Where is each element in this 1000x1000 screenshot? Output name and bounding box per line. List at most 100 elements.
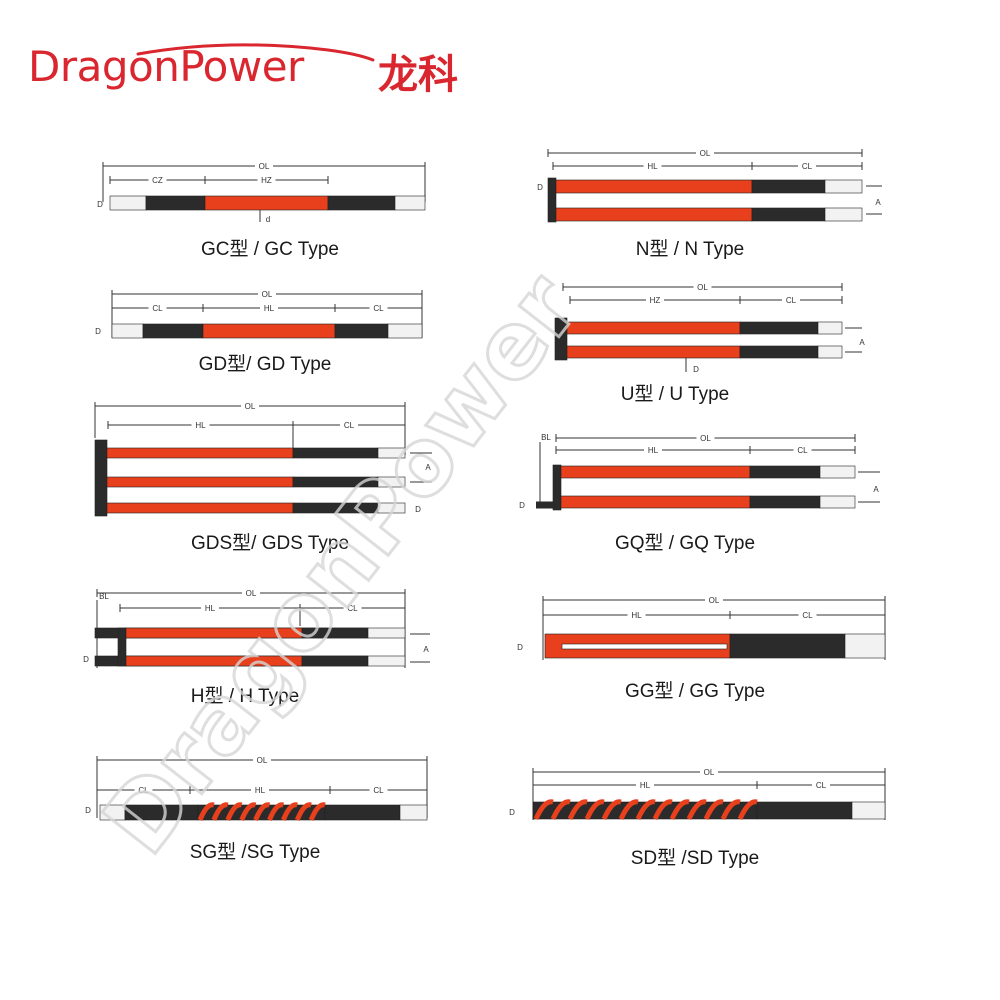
dim-ol: OL — [245, 402, 256, 411]
hot-zone — [202, 323, 336, 339]
spiral-coil — [584, 799, 605, 821]
spiral-coil — [652, 799, 673, 821]
sd-type-diagram: OL HL CL D — [509, 766, 886, 821]
terminal — [377, 502, 406, 514]
terminal — [367, 627, 406, 639]
logo-swoosh-icon — [136, 43, 375, 62]
dim-a: A — [873, 485, 879, 494]
dim-d: D — [415, 505, 421, 514]
cold-zone — [142, 323, 204, 339]
gds-type-caption: GDS型/ GDS Type — [191, 532, 349, 554]
dim-hz: HZ — [650, 296, 661, 305]
dim-d: D — [537, 183, 543, 192]
terminal — [817, 345, 843, 359]
spiral-coil — [669, 799, 690, 821]
spiral-coil — [533, 799, 554, 821]
gd-type-caption: GD型/ GD Type — [199, 353, 332, 375]
dim-bl: BL — [541, 433, 551, 442]
terminal — [377, 447, 406, 459]
bridge — [552, 464, 562, 511]
hot-zone — [555, 179, 753, 194]
dim-ol: OL — [259, 162, 270, 171]
dim-a: A — [425, 463, 431, 472]
terminal — [817, 321, 843, 335]
hot-zone — [560, 495, 751, 509]
gq-type-caption: GQ型 / GQ Type — [615, 532, 755, 554]
dim-hl: HL — [631, 611, 642, 620]
cold-zone — [749, 465, 821, 479]
dim-ol: OL — [257, 756, 268, 765]
brand-name: DragonPower — [28, 42, 304, 91]
dim-hl: HL — [640, 781, 651, 790]
dim-d: D — [519, 501, 525, 510]
watermark: DragonPower — [83, 254, 600, 873]
dim-a: A — [859, 338, 865, 347]
spiral-coil — [308, 802, 326, 821]
dim-hl: HL — [647, 162, 658, 171]
terminal — [394, 195, 426, 211]
terminal — [824, 179, 863, 194]
dim-hl: HL — [195, 421, 206, 430]
dim-d: D — [693, 365, 699, 374]
cold-zone — [334, 323, 389, 339]
dim-cl: CL — [816, 781, 827, 790]
spiral-coil — [211, 802, 229, 821]
dim-hl: HL — [264, 304, 275, 313]
brand-logo: DragonPower 龙科 — [28, 40, 488, 100]
hot-zone — [566, 345, 741, 359]
dim-ol: OL — [246, 589, 257, 598]
spiral-coil — [267, 802, 285, 821]
hot-zone — [204, 195, 329, 211]
cold-zone — [324, 804, 401, 821]
terminal — [824, 207, 863, 222]
hot-zone — [106, 476, 294, 488]
spiral-coil — [197, 802, 215, 821]
terminal — [377, 476, 406, 488]
terminal — [844, 633, 886, 659]
dim-cl: CL — [347, 604, 358, 613]
dim-ol: OL — [709, 596, 720, 605]
cold-zone — [729, 633, 846, 659]
bridge — [94, 439, 108, 517]
terminal — [819, 465, 856, 479]
bridge — [547, 177, 557, 223]
dim-cl-right: CL — [373, 304, 384, 313]
cold-zone — [739, 345, 819, 359]
spiral-coil — [294, 802, 312, 821]
dim-cl: CL — [802, 611, 813, 620]
bridge — [554, 317, 568, 361]
terminal — [109, 195, 147, 211]
cold-zone — [327, 195, 396, 211]
dim-a: A — [423, 645, 429, 654]
spiral-coil — [239, 802, 257, 821]
inner-slot — [561, 643, 728, 650]
u-type-caption: U型 / U Type — [621, 383, 729, 405]
gc-type-caption: GC型 / GC Type — [201, 238, 339, 260]
dim-cl: CL — [786, 296, 797, 305]
hot-zone — [560, 465, 751, 479]
dim-ol: OL — [704, 768, 715, 777]
spiral-coil — [737, 799, 758, 821]
brand-name-cn: 龙科 — [378, 52, 458, 98]
gg-type-caption: GG型 / GG Type — [625, 680, 765, 702]
sg-type-caption: SG型 /SG Type — [190, 841, 321, 863]
dim-ol: OL — [262, 290, 273, 299]
spiral-coil — [601, 799, 622, 821]
spiral-coil — [618, 799, 639, 821]
dim-d: D — [509, 808, 515, 817]
dim-cl-right: CL — [373, 786, 384, 795]
dim-d: D — [95, 327, 101, 336]
spiral-coil — [567, 799, 588, 821]
dim-hl: HL — [648, 446, 659, 455]
dim-hl: HL — [255, 786, 266, 795]
terminal — [819, 495, 856, 509]
cold-zone — [749, 495, 821, 509]
bridge — [117, 627, 127, 667]
dim-a: A — [875, 198, 881, 207]
spiral-coil — [703, 799, 724, 821]
